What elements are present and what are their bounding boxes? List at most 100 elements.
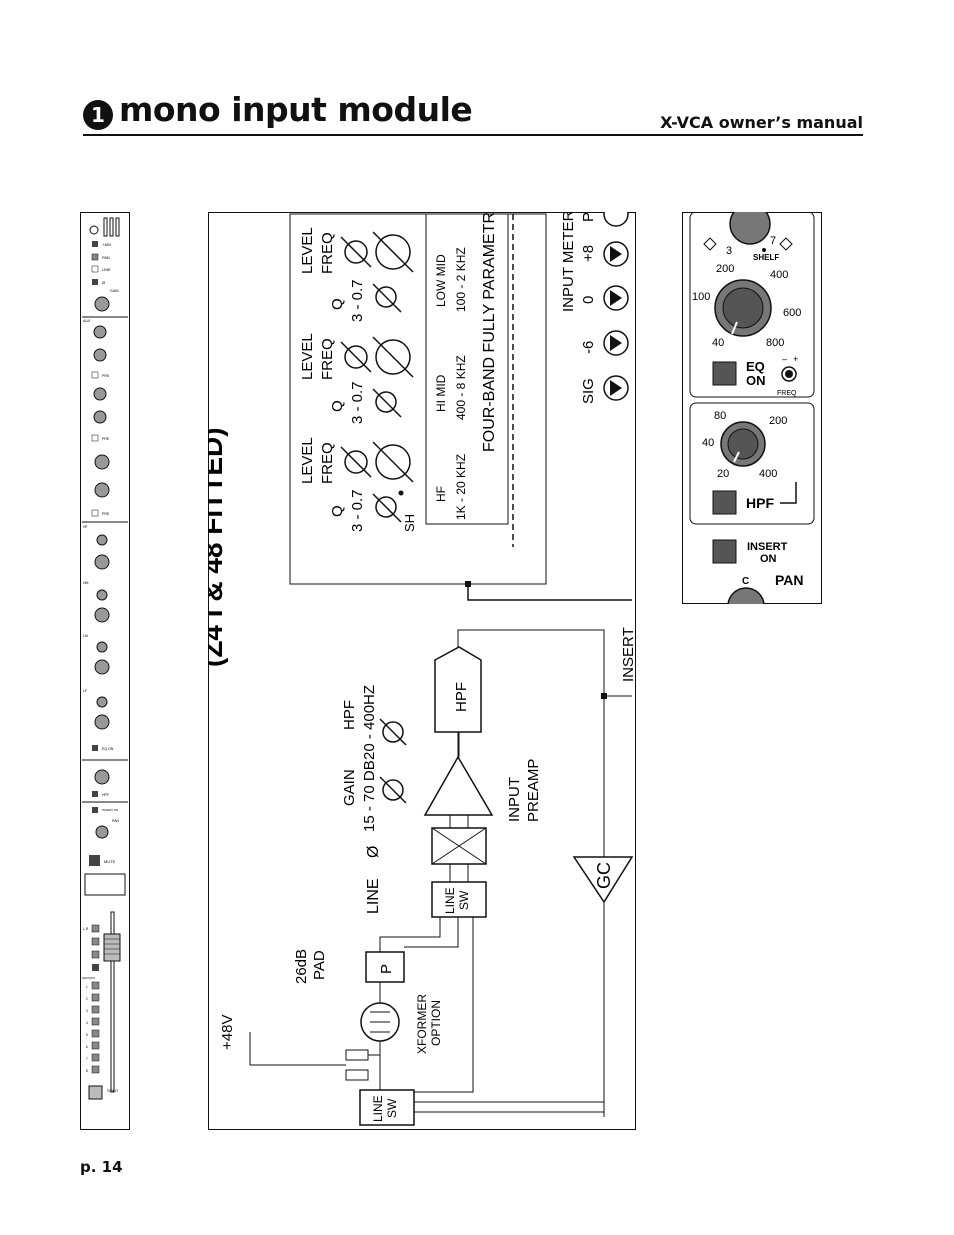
strip-aux-label: AUX: [83, 319, 91, 323]
line-sw-box-1-sub: SW: [457, 890, 471, 910]
hpf-button: [712, 490, 737, 515]
pan-c-label: C: [742, 576, 749, 587]
group-number-5: 5: [86, 1033, 88, 1037]
line-label: LINE: [365, 878, 382, 914]
eq-hf-band-label: HF: [434, 486, 448, 502]
lf-freq-600: 600: [783, 307, 801, 319]
group-number-7: 7: [86, 1057, 88, 1061]
freq-label: FREQ: [777, 390, 797, 397]
pad-label: PAD: [311, 950, 328, 980]
strip-pre-label-3: PRE: [102, 512, 110, 516]
hpf-20: 20: [717, 468, 729, 480]
closeup-panel: 3 7 SHELF 200 400 100 600 40 800 EQ ON –…: [682, 212, 822, 604]
eq-lowmid-label: LOW MID: [434, 254, 448, 307]
strip-line-label: LINE: [102, 267, 111, 272]
eq-hm-level-label: LEVEL: [299, 333, 316, 380]
pol-plus: +: [793, 354, 798, 364]
strip-pan-label: PAN: [112, 819, 119, 823]
eq-on-label-1: EQ: [746, 359, 765, 374]
page-number: p. 14: [80, 1158, 123, 1176]
line-sw-box-2-sub: SW: [385, 1098, 399, 1118]
hpf-400: 400: [759, 468, 777, 480]
strip-lr-label: L-R: [83, 927, 89, 931]
group-number-6: 6: [86, 1045, 88, 1049]
hpf-label: HPF: [341, 700, 358, 730]
shelf-label: SHELF: [753, 253, 779, 262]
insert-label: INSERT: [620, 627, 636, 682]
eq-title: FOUR-BAND FULLY PARAMETRIC: [481, 212, 498, 452]
meter-led-pe: PE: [580, 212, 597, 222]
preamp-label-2: PREAMP: [525, 759, 542, 822]
group-number-3: 3: [86, 1009, 88, 1013]
eq-lf-q-range: 3 - 0.7: [349, 279, 366, 322]
lf-q-3: 3: [726, 245, 732, 257]
page-header: 1 mono input module X-VCA owner’s manual: [83, 90, 863, 136]
gain-label: GAIN: [341, 769, 358, 806]
hpf-closeup-label: HPF: [746, 495, 774, 511]
eq-hf-band-range: 1K - 20 KHZ: [454, 454, 468, 520]
group-number-1: 1: [86, 985, 88, 989]
strip-pre-label-2: PRE: [102, 437, 110, 441]
group-number-4: 4: [86, 1021, 88, 1025]
hpf-200: 200: [769, 415, 787, 427]
eq-hf-freq-label: FREQ: [319, 442, 336, 484]
eq-hf-level-label: LEVEL: [299, 437, 316, 484]
xformer-option: OPTION: [429, 1000, 443, 1046]
insert-on-button: [712, 539, 737, 564]
group-number-2: 2: [86, 997, 88, 1001]
eq-himid-range: 400 - 8 KHZ: [454, 355, 468, 420]
strip-lf-label: LF: [83, 689, 87, 693]
strip-hpf-label: HPF: [102, 793, 109, 797]
eq-hm-q-range: 3 - 0.7: [349, 381, 366, 424]
preamp-label-1: INPUT: [506, 777, 523, 822]
chapter-title: mono input module: [119, 90, 473, 129]
channel-strip-illustration: +48V PAD LINE Ø GAIN AUX PRE PRE PRE HF …: [80, 212, 130, 1130]
lf-freq-400: 400: [770, 269, 788, 281]
strip-lm-label: LM: [83, 634, 88, 638]
chapter-number-badge: 1: [83, 100, 113, 130]
gc-label: GC: [594, 862, 614, 889]
hpf-box-label: HPF: [453, 682, 470, 712]
eq-hf-q-label: Q: [329, 505, 346, 517]
strip-phase-label: Ø: [102, 280, 105, 285]
eq-lowmid-range: 100 - 2 KHZ: [454, 247, 468, 312]
lf-freq-200: 200: [716, 263, 734, 275]
strip-groups-label: GROUPS: [82, 976, 95, 980]
strip-gain-label: GAIN: [110, 289, 119, 293]
meter-led-0: 0: [580, 296, 597, 304]
eq-lf-q-label: Q: [329, 298, 346, 310]
eq-himid-label: HI MID: [434, 374, 448, 412]
group-number-8: 8: [86, 1069, 88, 1073]
insert-on-label-1: INSERT: [747, 541, 788, 553]
lf-freq-800: 800: [766, 337, 784, 349]
pan-label: PAN: [775, 572, 804, 588]
meter-led-plus8: +8: [580, 245, 597, 262]
strip-insert-label: INSERT ON: [102, 808, 118, 812]
gain-range: 15 - 70 DB: [361, 760, 378, 832]
hpf-range: 20 - 400HZ: [361, 685, 378, 760]
hpf-80: 80: [714, 410, 726, 422]
p-box-label: P: [378, 964, 395, 974]
input-meter-title: INPUT METER: [560, 212, 577, 312]
pol-minus: –: [782, 354, 787, 364]
p48v-label: +48V: [219, 1015, 236, 1050]
line-sw-box-1-label: LINE: [443, 887, 457, 914]
phase-label: Ø: [365, 846, 382, 858]
strip-48v-label: +48V: [102, 242, 112, 247]
line-sw-box-2-label: LINE: [371, 1095, 385, 1122]
strip-pad-label: PAD: [102, 255, 110, 260]
strip-solo-label: SOLO: [107, 1088, 118, 1093]
diagram-cut-title: (Z4 I & 48 FITTED): [208, 427, 228, 667]
xformer-label: XFORMER: [415, 994, 429, 1054]
eq-on-button: [712, 361, 737, 386]
eq-hf-sh-label: SH: [402, 514, 417, 532]
eq-on-label-2: ON: [746, 373, 766, 388]
insert-on-label-2: ON: [760, 553, 777, 565]
eq-hm-q-label: Q: [329, 400, 346, 412]
eq-hf-q-range: 3 - 0.7: [349, 489, 366, 532]
lf-freq-40: 40: [712, 337, 724, 349]
manual-title: X-VCA owner’s manual: [660, 113, 863, 132]
strip-eq-on-label: EQ ON: [102, 747, 114, 751]
lf-q-7: 7: [770, 235, 776, 247]
strip-mute-label: MUTE: [104, 859, 116, 864]
